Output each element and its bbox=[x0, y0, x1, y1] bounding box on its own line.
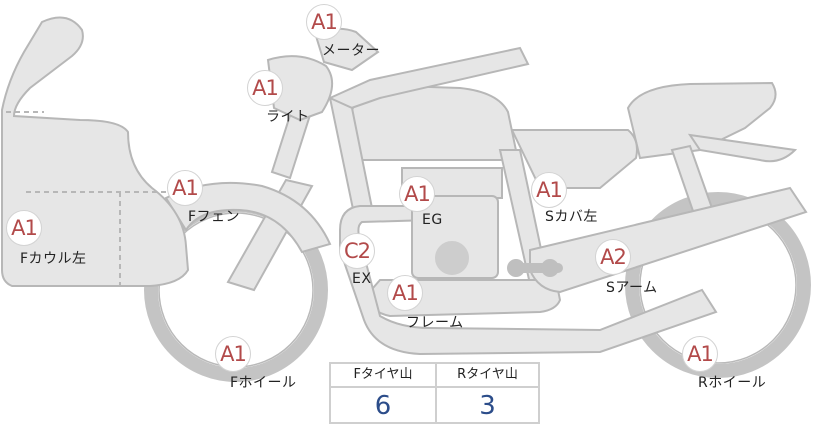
part-label-f-fender: Fフェン bbox=[188, 209, 241, 225]
grade-badge: C2 bbox=[339, 233, 375, 269]
grade-badge: A2 bbox=[595, 239, 631, 275]
headlight-shape bbox=[266, 55, 333, 122]
part-label-r-wheel: Rホイール bbox=[698, 375, 767, 391]
rear-wheel-shape bbox=[625, 192, 811, 378]
grade-badge: A1 bbox=[387, 275, 423, 311]
grade-badge: A1 bbox=[215, 336, 251, 372]
rear-tread-value: 3 bbox=[479, 391, 496, 421]
engine-body-shape bbox=[411, 195, 499, 279]
part-label-frame: フレーム bbox=[406, 315, 464, 331]
part-label-exhaust: EX bbox=[352, 271, 372, 287]
part-label-f-wheel: Fホイール bbox=[230, 375, 297, 391]
grade-badge: A1 bbox=[167, 170, 203, 206]
grade-badge: A1 bbox=[399, 176, 435, 212]
swing-arm-shape bbox=[529, 186, 808, 294]
table-divider bbox=[435, 364, 437, 422]
grade-badge: A1 bbox=[531, 172, 567, 208]
part-label-f-cowl-left: Fカウル左 bbox=[20, 251, 87, 267]
tail-cowl-shape bbox=[687, 133, 798, 163]
front-tread-value: 6 bbox=[374, 391, 392, 421]
front-cowl-shape bbox=[0, 16, 190, 287]
tire-tread-table: Fタイヤ山 Rタイヤ山 6 3 bbox=[329, 362, 540, 424]
part-label-swing-arm: Sアーム bbox=[606, 280, 658, 296]
rear-tread-header: Rタイヤ山 bbox=[437, 364, 538, 388]
grade-badge: A1 bbox=[306, 4, 342, 40]
grade-badge: A1 bbox=[247, 70, 283, 106]
footpeg-knob-2 bbox=[541, 259, 559, 277]
side-cover-shape bbox=[510, 129, 638, 189]
exhaust-shape bbox=[339, 205, 718, 356]
part-label-meter: メーター bbox=[322, 43, 380, 59]
engine-cover-shape bbox=[435, 241, 469, 275]
front-fender-shape bbox=[164, 181, 332, 254]
front-tread-header: Fタイヤ山 bbox=[331, 364, 435, 388]
seat-tail-shape bbox=[626, 81, 777, 160]
part-label-s-cover-left: Sカバ左 bbox=[545, 209, 598, 225]
footpeg-knob bbox=[507, 259, 525, 277]
part-label-engine: EG bbox=[422, 212, 443, 228]
part-label-light: ライト bbox=[266, 109, 310, 125]
grade-badge: A1 bbox=[682, 336, 718, 372]
grade-badge: A1 bbox=[6, 210, 42, 246]
